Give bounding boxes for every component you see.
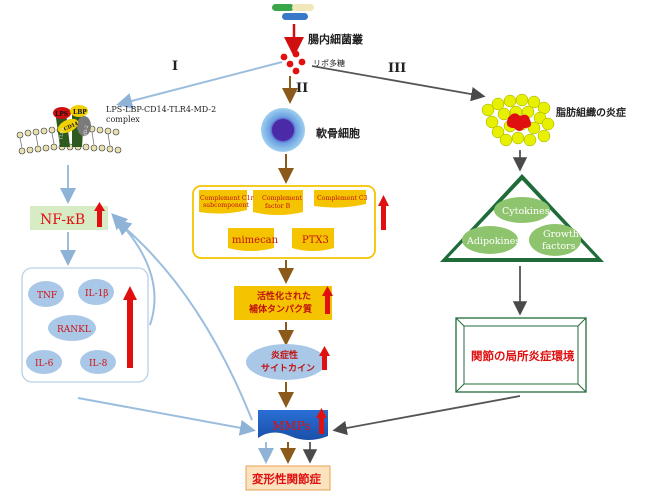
complement-c1r-label: Complement C1r (200, 195, 254, 202)
adipose-inflammation-label: 脂肪組織の炎症 (555, 106, 626, 119)
ptx3-tag (292, 228, 334, 251)
cytokine-up-arrow-icon (127, 296, 133, 368)
adipokines-label: Adipokines (466, 236, 520, 247)
cytokines-label: Cytokines (502, 206, 550, 217)
complex-label-line2: complex (106, 115, 140, 124)
il6-oval (26, 350, 62, 374)
arrow-cytokines-to-mmps (77, 397, 256, 436)
svg-text:TLR4: TLR4 (58, 127, 66, 140)
nfkb-label: NF-κB (40, 212, 85, 228)
osteoarthritis-label: 変形性関節症 (252, 472, 321, 486)
complement-c3-tag (314, 190, 366, 208)
nfkb-up-arrow-icon (97, 207, 102, 227)
pathway-3-label: III (388, 61, 406, 76)
pathway-1-label: I (172, 59, 178, 74)
il6-label: IL-6 (35, 359, 54, 369)
arrow-pathway-3 (311, 65, 486, 102)
mmps-label: MMPs (272, 419, 310, 433)
complement-c1r-label-line2: subcomponent (203, 202, 249, 209)
complement-c3-label: Complement C3 (317, 195, 368, 202)
mmps-up-arrow-icon (319, 414, 324, 434)
mmps-box (258, 410, 328, 440)
osteoarthritis-box (245, 465, 331, 491)
complex-label: LPS-LBP-CD14-TLR4-MD-2 (106, 105, 216, 114)
inflammatory-cytokine-label: 炎症性 (271, 349, 298, 361)
activated-complement-label-line2: 補体タンパク質 (248, 303, 312, 315)
local-inflammation-box (455, 317, 587, 393)
inflammatory-cytokine-oval (246, 344, 326, 380)
arrow-mmps-to-nfkb (114, 219, 253, 421)
adipokines-oval (462, 226, 518, 254)
svg-text:MD-2: MD-2 (82, 125, 90, 139)
svg-text:LBP: LBP (73, 109, 87, 116)
il8-label: IL-8 (89, 359, 108, 369)
inflammatory-cytokine-label-line2: サイトカイン (261, 363, 315, 374)
rankl-label: RANKL (57, 325, 91, 335)
il1b-label: IL-1β (85, 289, 109, 299)
lps-label: リポ多糖 (313, 58, 345, 68)
activated-up-arrow-icon (325, 292, 330, 314)
arrow-pathway-1 (116, 61, 283, 109)
complement-up-arrow-icon (381, 202, 386, 230)
complement-factor-b-label-line2: factor B (265, 203, 291, 210)
complement-factor-b-label: Complement (262, 195, 302, 202)
tnf-oval (28, 281, 64, 307)
growth-factors-label-line2: factors (542, 241, 576, 252)
mimecan-label: mimecan (232, 235, 279, 246)
growth-factors-label: Growth (543, 229, 579, 240)
pathway-2-label: II (296, 81, 308, 96)
arrow-local-env-to-mmps (332, 395, 521, 436)
il8-oval (80, 350, 116, 374)
receptor-complex-icon: LPS LBP CD14 TLR4 MD-2 (16, 105, 122, 155)
growth-factors-oval (529, 224, 581, 256)
cytokines-oval (494, 197, 550, 223)
ptx3-label: PTX3 (302, 235, 329, 246)
complement-factor-b-tag (253, 190, 303, 215)
rankl-oval (48, 315, 96, 341)
chondrocyte-label: 軟骨細胞 (316, 126, 360, 140)
cytokine-oval-up-arrow-icon (322, 352, 327, 370)
gut-bacteria-icon (272, 4, 314, 20)
activated-complement-box (234, 286, 332, 320)
gut-bacteria-label: 腸内細菌叢 (308, 32, 363, 46)
mimecan-tag (228, 228, 274, 251)
tnf-label: TNF (37, 291, 57, 301)
lps-icon (280, 50, 306, 75)
adipose-inflammation-spot-icon (506, 113, 532, 131)
il1b-oval (78, 279, 114, 305)
complement-c1r-tag (199, 190, 247, 214)
local-inflammation-label: 関節の局所炎症環境 (471, 349, 575, 363)
svg-text:LPS: LPS (55, 111, 68, 118)
activated-complement-label: 活性化された (257, 290, 311, 302)
